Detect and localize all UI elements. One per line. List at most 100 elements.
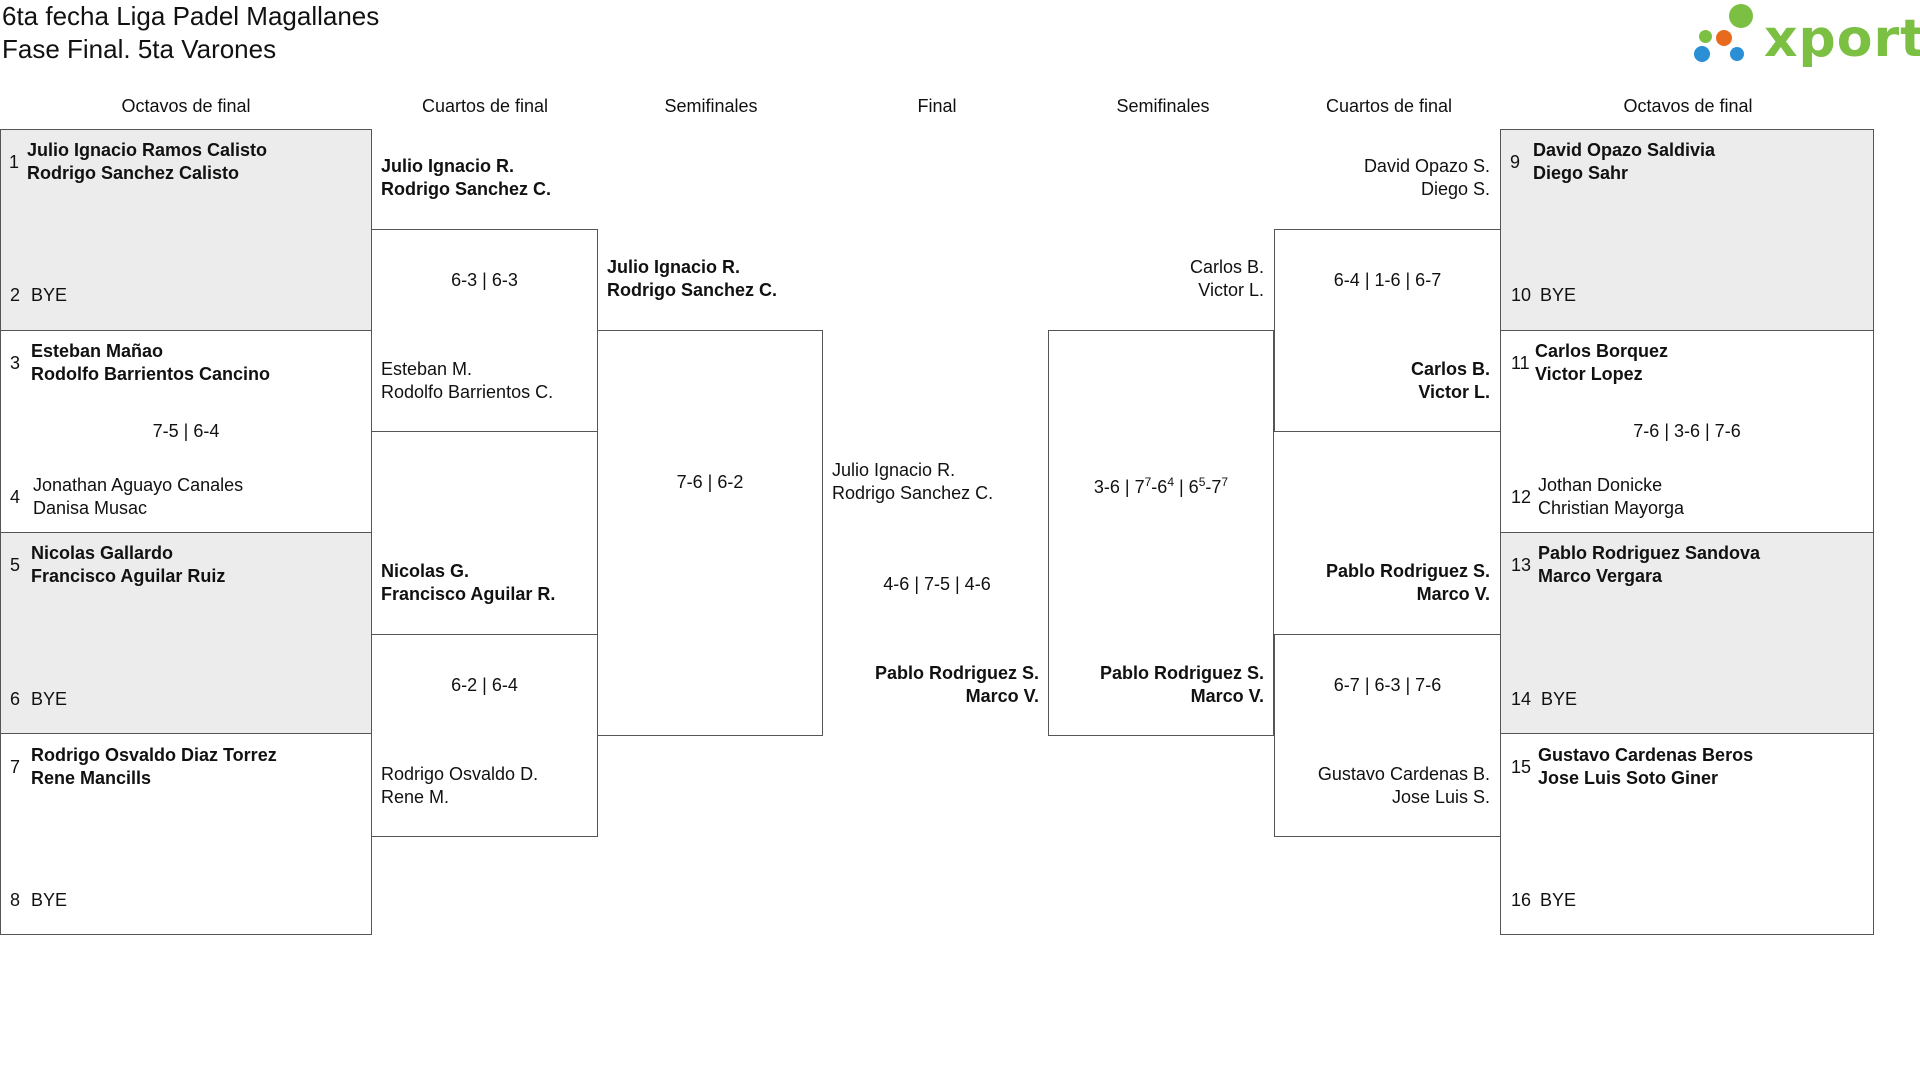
team-player: Nicolas Gallardo [31, 543, 174, 563]
team-player: Rodolfo Barrientos Cancino [31, 364, 271, 384]
team-player: Diego S. [1420, 179, 1490, 199]
sf-left-match [597, 330, 823, 736]
team-player: Victor Lopez [1535, 364, 1643, 384]
final-score: 4-6 | 7-5 | 4-6 [883, 574, 991, 594]
team-player: Rodrigo Sanchez C. [607, 280, 778, 300]
seed: 15 [1511, 757, 1532, 777]
score-part: -7 [1205, 477, 1222, 497]
team-player: David Opazo Saldivia [1533, 140, 1716, 160]
seed: 16 [1511, 890, 1532, 910]
xporty-logo: xporty [1694, 2, 1920, 72]
team-player: Marco V. [1416, 584, 1490, 604]
r16-right-match-3 [1500, 532, 1874, 734]
team-player: Marco V. [965, 686, 1039, 706]
logo-dot-green-small [1699, 30, 1712, 43]
seed: 6 [10, 689, 21, 709]
seed: 9 [1510, 152, 1521, 172]
seed: 13 [1511, 555, 1532, 575]
tiebreak: 7 [1221, 475, 1229, 489]
score-part: 3-6 | 7 [1093, 477, 1145, 497]
seed: 8 [10, 890, 21, 910]
logo-dot-green [1729, 4, 1753, 28]
r16-right-match-1 [1500, 129, 1874, 331]
team-player: Rodolfo Barrientos C. [381, 382, 554, 402]
sf-right-match [1048, 330, 1274, 736]
match-score: 7-6 | 6-2 [676, 472, 744, 492]
team-player: Victor L. [1198, 280, 1264, 300]
team-player: BYE [31, 285, 68, 305]
team-player: Rene M. [381, 787, 450, 807]
match-score: 7-6 | 3-6 | 7-6 [1633, 421, 1741, 441]
logo-dot-orange [1716, 30, 1732, 46]
team-player: Carlos B. [1410, 359, 1490, 379]
seed: 10 [1511, 285, 1532, 305]
col-r16-right: Octavos de final [1623, 96, 1753, 116]
logo-text: xporty [1764, 9, 1920, 69]
seed: 5 [10, 555, 21, 575]
team-player: Jose Luis Soto Giner [1538, 768, 1719, 788]
team-player: Jonathan Aguayo Canales [33, 475, 244, 495]
team-player: Carlos Borquez [1535, 341, 1669, 361]
team-player: Diego Sahr [1533, 163, 1629, 183]
col-sf-right: Semifinales [1116, 96, 1210, 116]
team-player: Pablo Rodriguez S. [874, 663, 1039, 683]
team-player: Pablo Rodriguez Sandova [1538, 543, 1761, 563]
title-line-1: 6ta fecha Liga Padel Magallanes [2, 1, 380, 31]
seed: 12 [1511, 487, 1532, 507]
team-player: Gustavo Cardenas Beros [1538, 745, 1754, 765]
team-player: Esteban M. [381, 359, 473, 379]
logo-dot-blue-2 [1730, 47, 1744, 61]
match-score: 7-5 | 6-4 [152, 421, 220, 441]
score-part: | 6 [1174, 477, 1199, 497]
team-player: Pablo Rodriguez S. [1325, 561, 1490, 581]
team-player: BYE [1540, 285, 1577, 305]
match-score: 6-3 | 6-3 [451, 270, 518, 290]
team-player: Christian Mayorga [1538, 498, 1685, 518]
team-player: Julio Ignacio R. [381, 156, 515, 176]
team-player: Rodrigo Sanchez Calisto [27, 163, 240, 183]
tournament-title: 6ta fecha Liga Padel Magallanes Fase Fin… [2, 0, 379, 66]
team-player: Julio Ignacio Ramos Calisto [27, 140, 268, 160]
col-qf-right: Cuartos de final [1325, 96, 1453, 116]
team-player: Rene Mancills [31, 768, 152, 788]
match-score: 6-7 | 6-3 | 7-6 [1333, 675, 1442, 695]
team-player: BYE [31, 890, 68, 910]
team-player: Victor L. [1418, 382, 1490, 402]
team-player: Marco V. [1190, 686, 1264, 706]
r16-right-match-4 [1500, 733, 1874, 935]
col-qf-left: Cuartos de final [421, 96, 549, 116]
match-score: 6-2 | 6-4 [451, 675, 518, 695]
seed: 7 [10, 757, 21, 777]
match-score: 6-4 | 1-6 | 6-7 [1333, 270, 1442, 290]
col-final: Final [917, 96, 957, 116]
team-player: Jose Luis S. [1391, 787, 1490, 807]
sf-right-score: 3-6 | 77-64 | 65-77 [1048, 471, 1274, 499]
team-player: Rodrigo Osvaldo Diaz Torrez [31, 745, 277, 765]
team-player: Danisa Musac [33, 498, 148, 518]
tiebreak: 7 [1144, 475, 1152, 489]
title-line-2: Fase Final. 5ta Varones [2, 34, 277, 64]
team-player: BYE [1540, 890, 1577, 910]
team-player: Marco Vergara [1538, 566, 1663, 586]
team-player: Francisco Aguilar R. [381, 584, 556, 604]
tiebreak: 4 [1167, 475, 1174, 489]
seed: 2 [10, 285, 21, 305]
r16-left-match-1 [0, 129, 372, 331]
team-player: Carlos B. [1189, 257, 1264, 277]
r16-left-match-3 [0, 532, 372, 734]
tiebreak: 5 [1198, 475, 1206, 489]
team-player: Rodrigo Sanchez C. [381, 179, 552, 199]
logo-dot-blue [1694, 46, 1710, 62]
team-player: BYE [31, 689, 68, 709]
team-player: Rodrigo Sanchez C. [832, 483, 994, 503]
team-player: Rodrigo Osvaldo D. [381, 764, 539, 784]
team-player: Julio Ignacio R. [607, 257, 741, 277]
team-player: Nicolas G. [381, 561, 470, 581]
seed: 3 [10, 353, 21, 373]
team-player: Francisco Aguilar Ruiz [31, 566, 226, 586]
col-sf-left: Semifinales [664, 96, 758, 116]
team-player: Esteban Mañao [31, 341, 164, 361]
team-player: Jothan Donicke [1538, 475, 1663, 495]
team-player: David Opazo S. [1363, 156, 1490, 176]
team-player: Gustavo Cardenas B. [1317, 764, 1490, 784]
